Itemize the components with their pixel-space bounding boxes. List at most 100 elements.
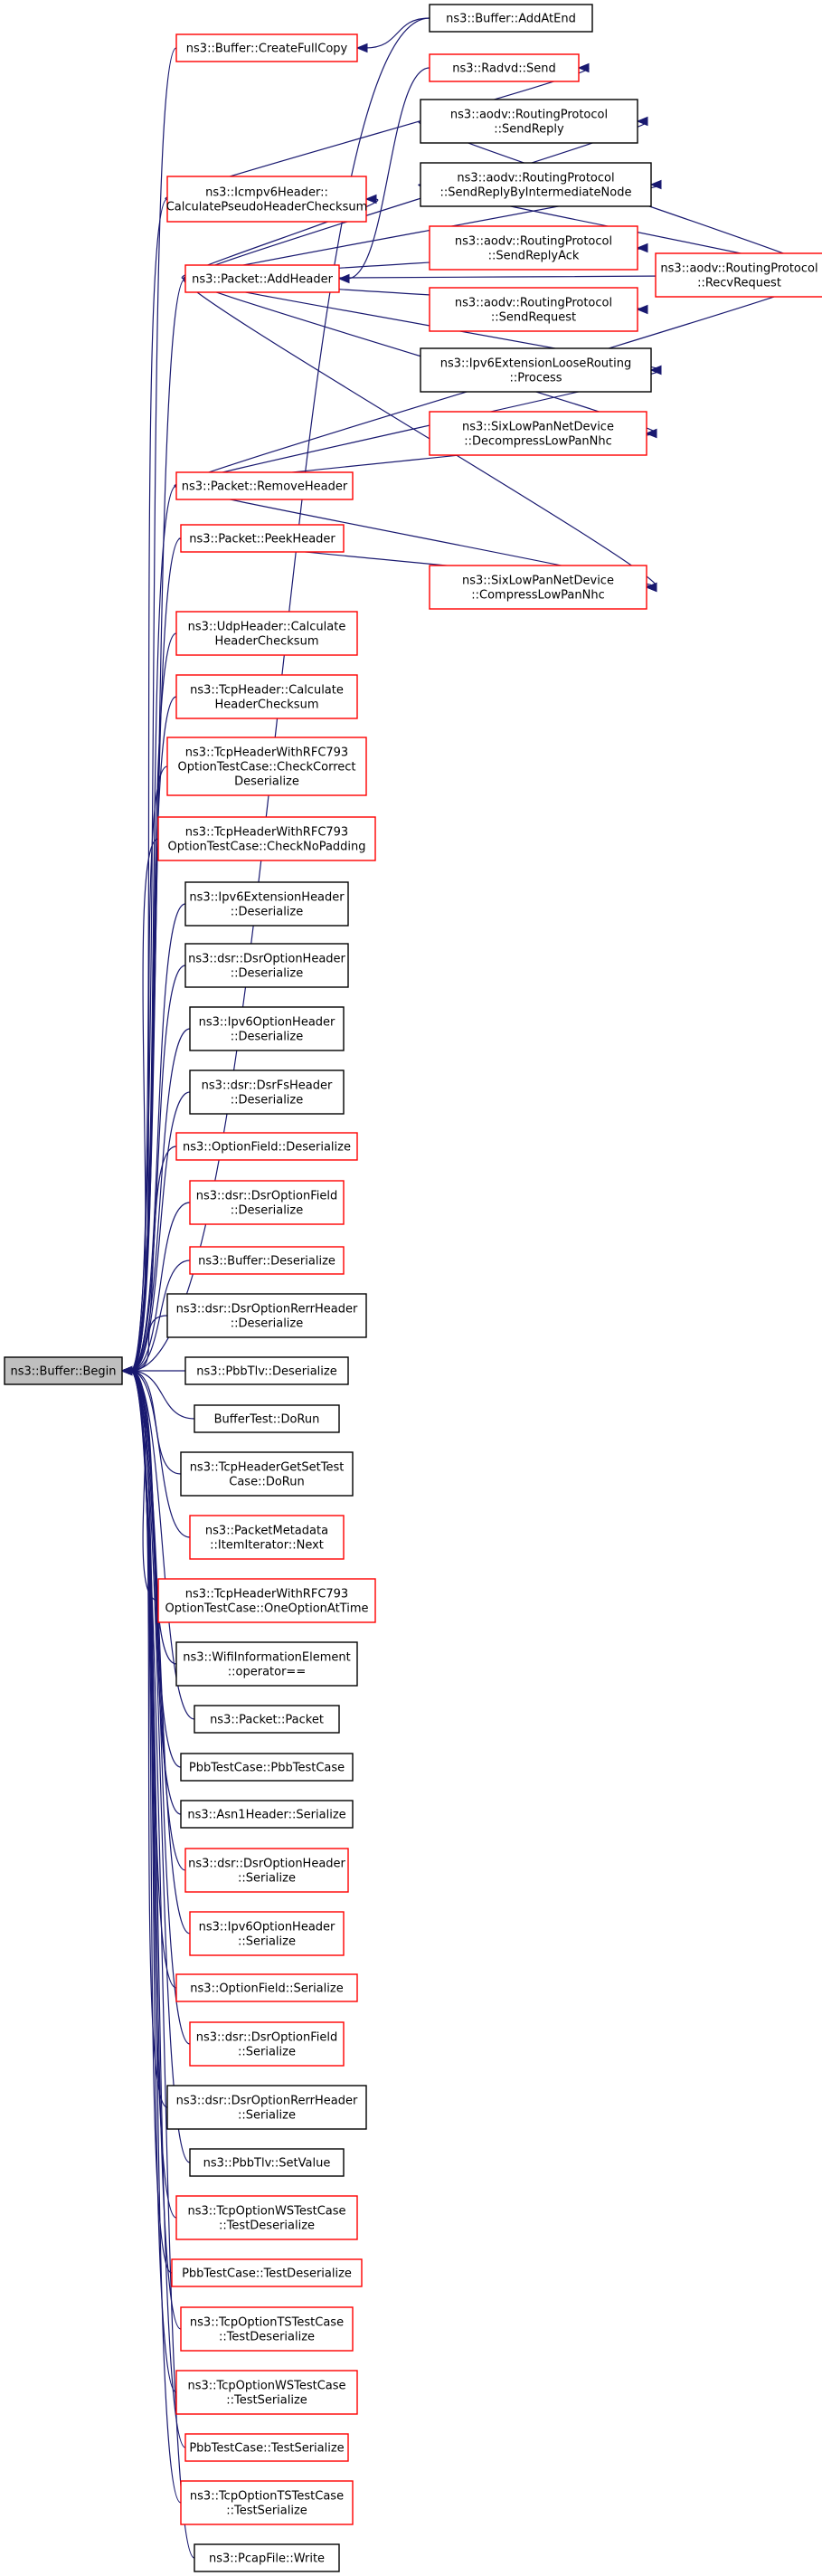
node-pbbtlv_deser[interactable]: ns3::PbbTlv::Deserialize — [184, 1356, 349, 1385]
node-box — [420, 162, 652, 207]
node-box — [180, 2306, 354, 2352]
node-label: ns3::Packet::Packet — [210, 1714, 324, 1727]
node-tcp793correct[interactable]: ns3::TcpHeaderWithRFC793OptionTestCase::… — [166, 737, 367, 796]
node-tcpws_testdeser[interactable]: ns3::TcpOptionWSTestCase::TestDeserializ… — [175, 2195, 358, 2240]
node-box — [184, 264, 340, 293]
edge-line — [129, 1315, 168, 1372]
node-label: ns3::dsr::DsrOptionHeader — [188, 1858, 345, 1871]
node-label: PbbTestCase::TestDeserialize — [182, 2267, 352, 2281]
node-box — [184, 1848, 349, 1893]
node-label: ::TestDeserialize — [219, 2220, 315, 2233]
node-label: ns3::OptionField::Deserialize — [183, 1141, 351, 1155]
node-removeheader[interactable]: ns3::Packet::RemoveHeader — [175, 471, 354, 500]
node-asn1_ser[interactable]: ns3::Asn1Header::Serialize — [180, 1800, 354, 1829]
node-label: PbbTestCase::TestSerialize — [189, 2442, 344, 2456]
node-ipv6exthdr_deser[interactable]: ns3::Ipv6ExtensionHeader::Deserialize — [184, 881, 349, 927]
node-label: ns3::SixLowPanNetDevice — [462, 575, 614, 588]
node-label: ns3::aodv::RoutingProtocol — [455, 235, 612, 249]
node-sendrequest[interactable]: ns3::aodv::RoutingProtocol::SendRequest — [429, 287, 638, 332]
node-dsroptionhdr_deser[interactable]: ns3::dsr::DsrOptionHeader::Deserialize — [184, 943, 349, 988]
node-tcpts_testser[interactable]: ns3::TcpOptionTSTestCase::TestSerialize — [180, 2480, 354, 2525]
edge-line — [129, 965, 186, 1372]
node-ipv6opthdr_ser[interactable]: ns3::Ipv6OptionHeader::Serialize — [189, 1911, 345, 1956]
node-dsrfshdr_deser[interactable]: ns3::dsr::DsrFsHeader::Deserialize — [189, 1069, 345, 1115]
node-packet_packet[interactable]: ns3::Packet::Packet — [194, 1705, 340, 1734]
node-box — [175, 1973, 358, 2002]
node-label: ::Serialize — [238, 2109, 296, 2123]
node-sendreply[interactable]: ns3::aodv::RoutingProtocol::SendReply — [420, 99, 638, 144]
node-label: ns3::dsr::DsrOptionField — [196, 2031, 337, 2045]
node-pktmeta_next[interactable]: ns3::PacketMetadata::ItemIterator::Next — [189, 1515, 345, 1560]
node-label: ::SendRequest — [491, 311, 576, 325]
node-label: ::Deserialize — [231, 967, 304, 981]
node-box — [655, 252, 822, 298]
node-box — [180, 1800, 354, 1829]
node-tcpts_testdeser[interactable]: ns3::TcpOptionTSTestCase::TestDeserializ… — [180, 2306, 354, 2352]
node-peekheader[interactable]: ns3::Packet::PeekHeader — [180, 524, 345, 553]
node-label: ::CompressLowPanNhc — [471, 589, 604, 603]
node-pcapfile_write[interactable]: ns3::PcapFile::Write — [194, 2543, 340, 2572]
node-ipv6opthdr_deser[interactable]: ns3::Ipv6OptionHeader::Deserialize — [189, 1006, 345, 1051]
node-optionfield_ser[interactable]: ns3::OptionField::Serialize — [175, 1973, 358, 2002]
node-box — [429, 4, 593, 33]
node-box — [175, 2370, 358, 2415]
edge-line — [129, 1202, 191, 1372]
node-addatend[interactable]: ns3::Buffer::AddAtEnd — [429, 4, 593, 33]
node-radvd_send[interactable]: ns3::Radvd::Send — [429, 53, 580, 82]
node-sendreplyinter[interactable]: ns3::aodv::RoutingProtocol::SendReplyByI… — [420, 162, 652, 207]
node-dsrrerr_ser[interactable]: ns3::dsr::DsrOptionRerrHeader::Serialize — [166, 2085, 367, 2130]
node-createfullcopy[interactable]: ns3::Buffer::CreateFullCopy — [175, 33, 358, 62]
node-box — [189, 1515, 345, 1560]
node-dsroptionfield_deser[interactable]: ns3::dsr::DsrOptionField::Deserialize — [189, 1180, 345, 1225]
node-decompress[interactable]: ns3::SixLowPanNetDevice::DecompressLowPa… — [429, 411, 647, 456]
call-edge-buffertest_dorun-to-begin — [120, 1365, 195, 1420]
node-pbbtlv_setvalue[interactable]: ns3::PbbTlv::SetValue — [189, 2148, 345, 2177]
node-ipv6looserouting[interactable]: ns3::Ipv6ExtensionLooseRouting::Process — [420, 347, 652, 393]
node-begin[interactable]: ns3::Buffer::Begin — [4, 1356, 123, 1385]
node-label: ns3::aodv::RoutingProtocol — [457, 172, 614, 185]
node-box — [180, 1753, 354, 1782]
node-dsrrerr_deser[interactable]: ns3::dsr::DsrOptionRerrHeader::Deseriali… — [166, 1293, 367, 1338]
node-tcp793oneopt[interactable]: ns3::TcpHeaderWithRFC793OptionTestCase::… — [157, 1578, 376, 1623]
node-sendreplyack[interactable]: ns3::aodv::RoutingProtocol::SendReplyAck — [429, 225, 638, 271]
node-label: ::SendReplyByIntermediateNode — [440, 186, 632, 200]
node-buffertest_dorun[interactable]: BufferTest::DoRun — [194, 1404, 340, 1433]
node-label: ns3::Packet::RemoveHeader — [182, 480, 348, 494]
node-box — [189, 1246, 345, 1275]
node-label: ns3::OptionField::Serialize — [190, 1982, 343, 1996]
node-label: ns3::dsr::DsrOptionRerrHeader — [176, 2095, 358, 2108]
node-optionfield_deser[interactable]: ns3::OptionField::Deserialize — [175, 1132, 358, 1161]
arrowhead-icon — [120, 1365, 133, 1376]
node-label: ns3::Packet::AddHeader — [192, 273, 333, 287]
node-pbbtest_testdeser[interactable]: PbbTestCase::TestDeserialize — [171, 2258, 363, 2287]
node-tcpws_testser[interactable]: ns3::TcpOptionWSTestCase::TestSerialize — [175, 2370, 358, 2415]
node-icmpv6[interactable]: ns3::Icmpv6Header::CalculatePseudoHeader… — [166, 176, 368, 223]
node-label: ns3::aodv::RoutingProtocol — [660, 262, 817, 276]
node-dsroptionhdr_ser[interactable]: ns3::dsr::DsrOptionHeader::Serialize — [184, 1848, 349, 1893]
node-pbbtestcase[interactable]: PbbTestCase::PbbTestCase — [180, 1753, 354, 1782]
node-label: ns3::WifiInformationElement — [183, 1651, 351, 1665]
node-box — [194, 2543, 340, 2572]
node-dsroptionfield_ser[interactable]: ns3::dsr::DsrOptionField::Serialize — [189, 2021, 345, 2067]
node-box — [429, 53, 580, 82]
node-compress[interactable]: ns3::SixLowPanNetDevice::CompressLowPanN… — [429, 565, 647, 610]
node-recvrequest[interactable]: ns3::aodv::RoutingProtocol::RecvRequest — [655, 252, 822, 298]
node-label: ns3::SixLowPanNetDevice — [462, 421, 614, 434]
arrowhead-icon — [645, 428, 657, 439]
node-label: ns3::TcpOptionTSTestCase — [190, 2316, 344, 2330]
node-buffer_deser[interactable]: ns3::Buffer::Deserialize — [189, 1246, 345, 1275]
node-tcp793nopad[interactable]: ns3::TcpHeaderWithRFC793OptionTestCase::… — [157, 816, 376, 861]
node-addheader[interactable]: ns3::Packet::AddHeader — [184, 264, 340, 293]
node-label: ns3::Asn1Header::Serialize — [187, 1809, 345, 1822]
call-graph-nodes: ns3::Buffer::Begin ns3::Buffer::CreateFul… — [4, 4, 822, 2572]
call-graph-edges — [120, 17, 822, 2559]
node-wifiinfo_op[interactable]: ns3::WifiInformationElement::operator== — [175, 1641, 358, 1687]
arrowhead-icon — [337, 273, 350, 284]
node-pbbtest_testser[interactable]: PbbTestCase::TestSerialize — [184, 2433, 349, 2462]
node-box — [180, 1451, 354, 1497]
node-box — [189, 2148, 345, 2177]
node-label: Case::DoRun — [229, 1476, 304, 1489]
